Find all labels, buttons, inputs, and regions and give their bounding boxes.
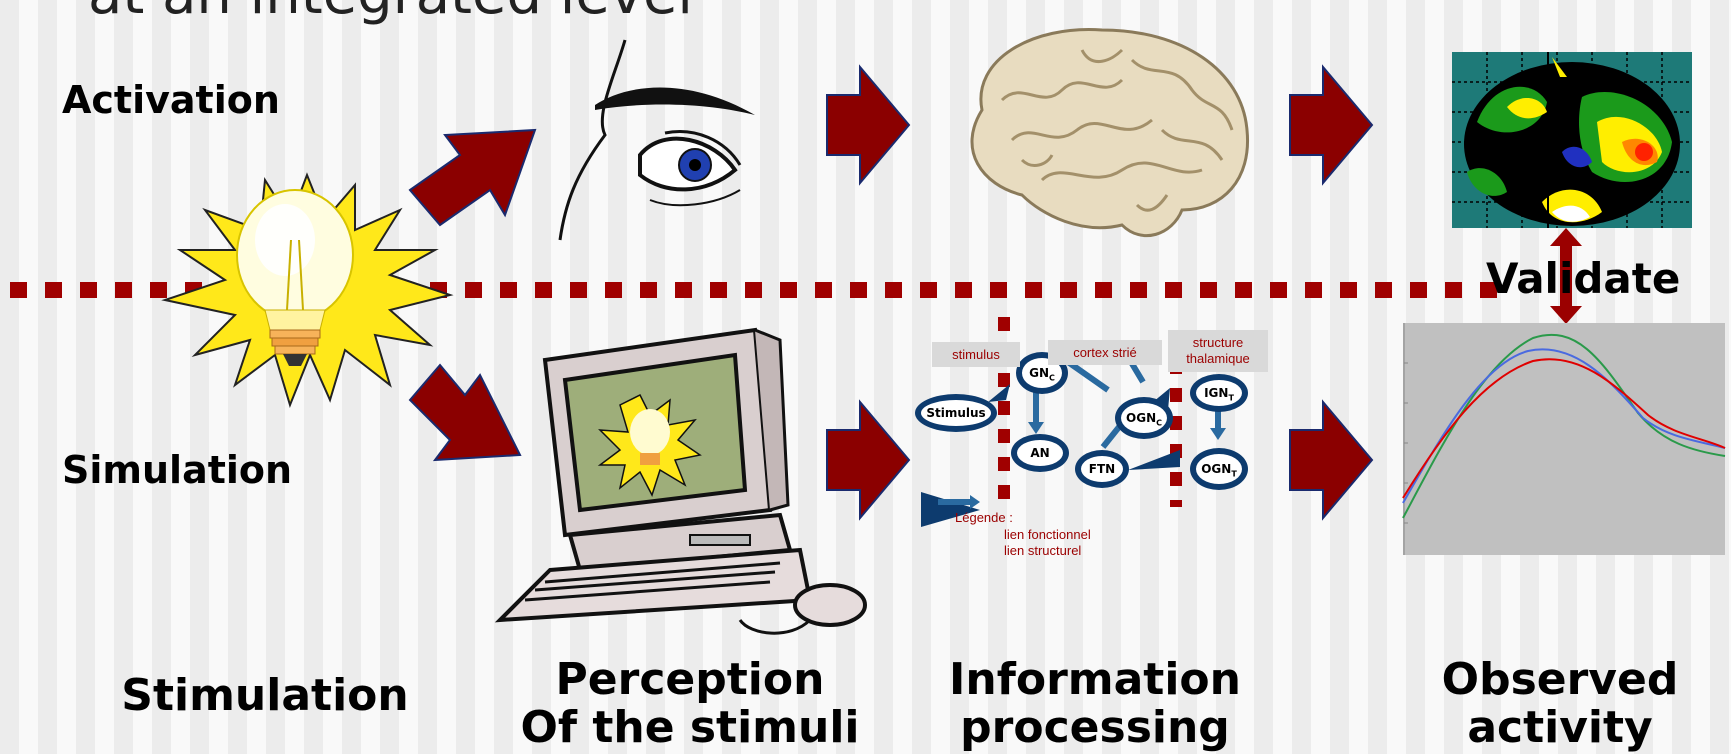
validate-double-arrow (1550, 228, 1582, 324)
caption-information-line2: processing (960, 702, 1230, 753)
caption-information: Information processing (900, 656, 1290, 752)
caption-perception-line1: Perception (555, 654, 825, 705)
caption-perception: Perception Of the stimuli (480, 656, 900, 752)
computer-icon (494, 327, 867, 635)
brain-icon (970, 28, 1250, 238)
arrow-to-computer (408, 363, 522, 462)
validate-label: Validate (1486, 254, 1681, 303)
curve-blue (1402, 348, 1726, 504)
network-diagram: GNC Stimulus AN OGNC FTN IGNT OGNT stimu… (915, 317, 1298, 562)
eye-icon (558, 39, 755, 241)
arrow-brain-to-scan (1289, 64, 1374, 186)
row-label-simulation: Simulation (62, 448, 293, 492)
node-an: AN (1011, 434, 1069, 472)
curve-red (1402, 358, 1726, 499)
box-stimulus: stimulus (932, 342, 1020, 367)
arrow-to-eye (408, 128, 537, 227)
legend-functional-link: lien fonctionnel (1004, 527, 1091, 542)
caption-observed-line2: activity (1467, 702, 1653, 753)
node-stimulus: Stimulus (915, 394, 997, 432)
arrow-network-to-chart (1289, 399, 1374, 521)
node-ignt: IGNT (1190, 374, 1248, 412)
box-structure-thalamique: structure thalamique (1168, 330, 1268, 372)
caption-observed: Observed activity (1395, 656, 1725, 752)
caption-information-line1: Information (949, 654, 1241, 705)
response-curves-chart (1402, 323, 1726, 555)
row-label-activation: Activation (62, 78, 280, 122)
node-ognt: OGNT (1190, 448, 1248, 490)
node-ognc: OGNC (1115, 397, 1173, 439)
legend-title: Légende : (955, 510, 1013, 525)
box-cortex-strie: cortex strié (1048, 340, 1162, 365)
light-bulb-icon (161, 172, 454, 409)
caption-perception-line2: Of the stimuli (520, 702, 860, 753)
slide-title-fragment: at an integrated level (88, 0, 693, 27)
arrow-computer-to-network (826, 399, 911, 521)
caption-observed-line1: Observed (1441, 654, 1679, 705)
caption-stimulation: Stimulation (121, 670, 409, 721)
arrow-eye-to-brain (826, 64, 911, 186)
node-gnc-label: GN (1029, 366, 1050, 380)
legend-structural-link: lien structurel (1004, 543, 1082, 558)
curve-green (1402, 333, 1726, 519)
brain-scan-icon (1452, 52, 1692, 228)
node-ftn: FTN (1075, 450, 1129, 488)
